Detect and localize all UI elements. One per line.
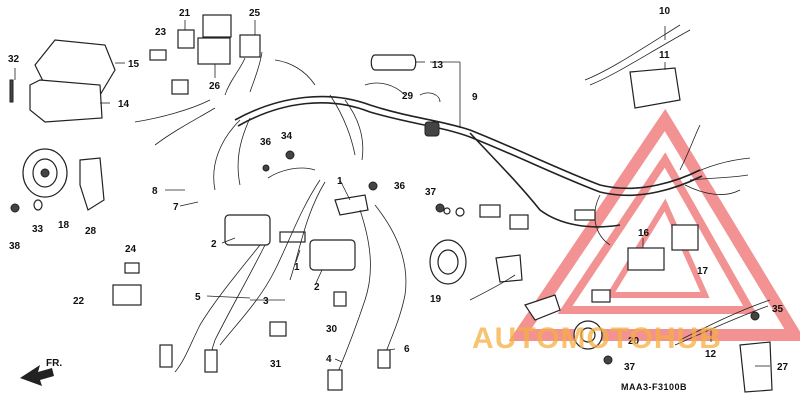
- callout-1: 1: [294, 262, 300, 273]
- callout-37: 37: [425, 187, 437, 198]
- main-wire-harness: [134, 51, 751, 246]
- leader-lines: [14, 20, 770, 367]
- ignition-coils: [224, 194, 369, 271]
- callout-32: 32: [8, 54, 20, 65]
- callout-27: 27: [777, 362, 789, 373]
- callout-17: 17: [697, 266, 709, 277]
- callout-7: 7: [173, 202, 179, 213]
- callout-11: 11: [659, 50, 670, 61]
- relay-cluster: [149, 14, 261, 95]
- callout-9: 9: [472, 92, 478, 103]
- diagram-code: MAA3-F3100B: [621, 382, 687, 392]
- watermark-logo: [508, 108, 800, 341]
- callout-6: 6: [404, 344, 410, 355]
- callout-14: 14: [118, 99, 130, 110]
- callout-16: 16: [638, 228, 650, 239]
- callout-labels: 1 1 2 2 3 4 5 6 7 8 9 10 11 12 13 14 15 …: [8, 6, 789, 373]
- callout-37b: 37: [624, 362, 636, 373]
- relay-22: [112, 262, 142, 306]
- callout-21: 21: [179, 8, 191, 19]
- callout-2b: 2: [314, 282, 320, 293]
- callout-19: 19: [430, 294, 442, 305]
- callout-36: 36: [260, 137, 272, 148]
- fuse-box: [29, 39, 125, 123]
- fasteners: [9, 79, 760, 365]
- callout-4: 4: [326, 354, 332, 365]
- callout-12: 12: [705, 349, 717, 360]
- callout-25: 25: [249, 8, 261, 19]
- callout-24: 24: [125, 244, 137, 255]
- callout-10: 10: [659, 6, 671, 17]
- callout-29: 29: [402, 91, 414, 102]
- callout-33: 33: [32, 224, 44, 235]
- callout-35: 35: [772, 304, 784, 315]
- front-label: FR.: [46, 358, 62, 369]
- small-connectors: [269, 291, 347, 337]
- horn-left: [22, 148, 105, 211]
- callout-13: 13: [432, 60, 444, 71]
- callout-28: 28: [85, 226, 97, 237]
- callout-1b: 1: [337, 176, 343, 187]
- callout-3: 3: [263, 296, 269, 307]
- callout-38: 38: [9, 241, 21, 252]
- callout-20: 20: [628, 336, 640, 347]
- high-tension-cords: [159, 167, 407, 391]
- right-side-parts: [370, 24, 773, 393]
- callout-2: 2: [211, 239, 217, 250]
- callout-5: 5: [195, 292, 201, 303]
- callout-18: 18: [58, 220, 70, 231]
- horn-right: [429, 239, 523, 301]
- callout-26: 26: [209, 81, 221, 92]
- callout-31: 31: [270, 359, 282, 370]
- callout-22: 22: [73, 296, 85, 307]
- callout-8: 8: [152, 186, 158, 197]
- watermark-text: AUTOMOTOHUB: [472, 322, 722, 355]
- callout-15: 15: [128, 59, 140, 70]
- callout-36b: 36: [394, 181, 406, 192]
- front-arrow: FR.: [20, 358, 62, 386]
- callout-30: 30: [326, 324, 338, 335]
- callout-34: 34: [281, 131, 293, 142]
- callout-23: 23: [155, 27, 167, 38]
